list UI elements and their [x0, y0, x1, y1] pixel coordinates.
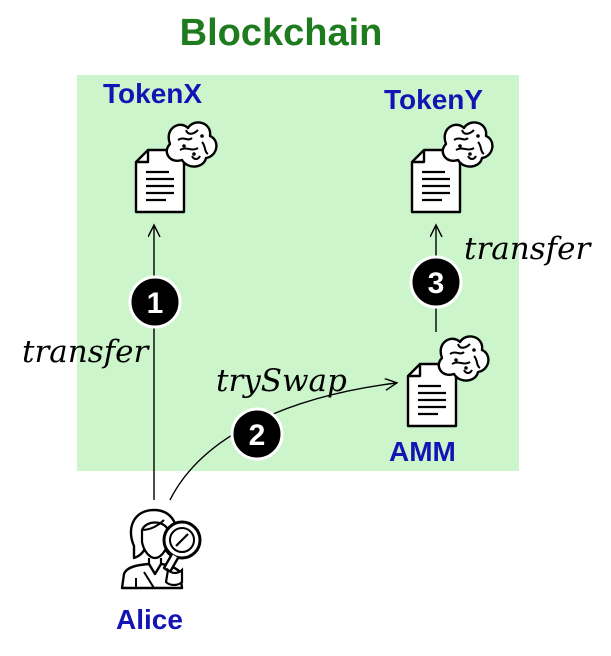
- alice-user-icon: [120, 508, 202, 590]
- tokenx-label: TokenX: [103, 78, 203, 109]
- edge-tryswap-amm: [169, 383, 396, 501]
- step-3-badge: 3: [409, 255, 463, 309]
- tokenx-contract-icon: [134, 121, 218, 214]
- step-1-number: 1: [147, 287, 164, 320]
- transfer-tokenx-label: transfer: [22, 334, 149, 370]
- step-1-badge: 1: [128, 275, 182, 329]
- step-2-number: 2: [249, 419, 266, 452]
- transfer-tokeny-label: transfer: [464, 231, 591, 267]
- tokeny-label: TokenY: [384, 84, 484, 115]
- amm-label: AMM: [389, 436, 456, 467]
- diagram-title: Blockchain: [179, 12, 383, 54]
- alice-label: Alice: [116, 604, 183, 635]
- step-3-number: 3: [428, 267, 445, 300]
- tryswap-label: trySwap: [216, 363, 347, 399]
- tokeny-contract-icon: [410, 121, 494, 214]
- amm-contract-icon: [406, 335, 490, 428]
- step-2-badge: 2: [230, 407, 284, 461]
